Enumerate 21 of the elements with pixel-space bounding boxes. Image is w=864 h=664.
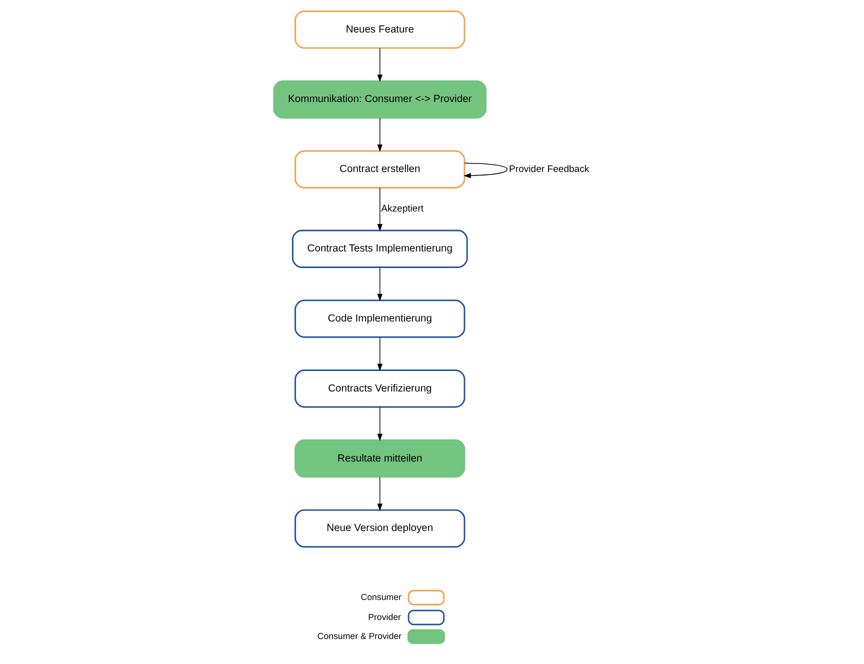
edge-label: Provider Feedback bbox=[508, 164, 589, 175]
node-box: Neue Version deployen bbox=[294, 509, 465, 548]
legend-label: Provider bbox=[368, 612, 400, 622]
legend-label: Consumer & Provider bbox=[316, 630, 402, 641]
legend-label: Consumer bbox=[360, 592, 401, 602]
node-box: Resultate mitteilen bbox=[294, 439, 465, 478]
node-box: Contract erstellen bbox=[294, 150, 465, 189]
node-box: Code Implementierung bbox=[294, 300, 465, 338]
arrow bbox=[376, 267, 382, 302]
arrow bbox=[463, 162, 508, 178]
arrow bbox=[376, 476, 382, 511]
arrow bbox=[376, 48, 382, 82]
edge-label: Akzeptiert bbox=[380, 204, 424, 215]
arrow bbox=[376, 118, 382, 152]
node-box: Kommunikation: Consumer <-> Provider bbox=[272, 80, 486, 119]
node-box: Contract Tests Implementierung bbox=[291, 230, 468, 268]
arrow bbox=[376, 337, 382, 372]
arrow bbox=[376, 187, 382, 232]
node-box: Neues Feature bbox=[294, 10, 465, 49]
node-box: Contracts Verifizierung bbox=[294, 370, 465, 408]
arrow bbox=[376, 407, 382, 442]
